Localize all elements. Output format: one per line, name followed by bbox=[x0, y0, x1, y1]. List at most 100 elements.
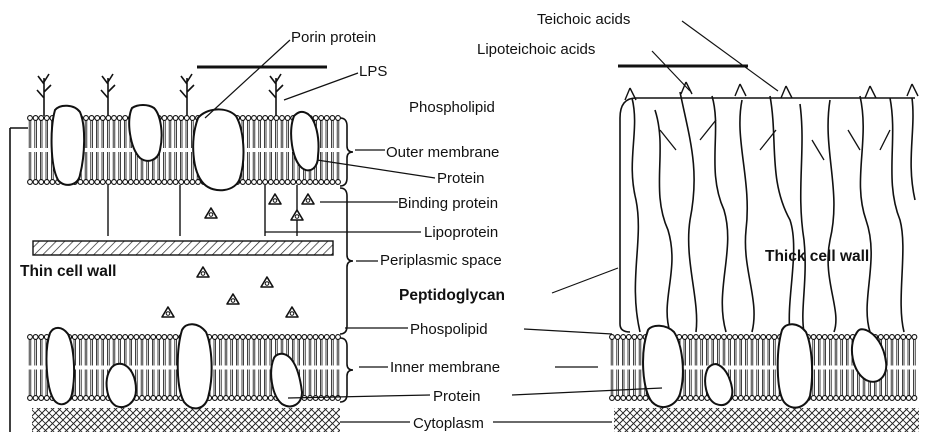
lipid-head bbox=[621, 396, 626, 401]
membrane-protein-icon bbox=[178, 324, 212, 408]
lipid-tail bbox=[639, 370, 641, 396]
lipid-head bbox=[330, 335, 335, 340]
binding-protein-core bbox=[273, 199, 277, 203]
lipid-head bbox=[28, 180, 33, 185]
lipid-head bbox=[39, 180, 44, 185]
lipid-head bbox=[867, 396, 872, 401]
lipid-head bbox=[912, 335, 917, 340]
lipid-tail bbox=[220, 339, 222, 365]
lipid-head bbox=[817, 335, 822, 340]
lipid-head bbox=[285, 335, 290, 340]
lipid-head bbox=[330, 396, 335, 401]
lipid-tail bbox=[891, 370, 893, 396]
teichoic-acid-icon bbox=[865, 86, 876, 98]
lipid-tail bbox=[332, 339, 334, 365]
lipid-tail bbox=[141, 370, 143, 396]
lps-branch bbox=[180, 74, 194, 116]
label-peptidoglycan: Peptidoglycan bbox=[399, 288, 505, 304]
lipid-tail bbox=[835, 370, 837, 396]
lipid-head bbox=[615, 335, 620, 340]
lipid-head bbox=[173, 116, 178, 121]
lipid-tail bbox=[695, 370, 697, 396]
lipid-tail bbox=[270, 152, 272, 180]
lipid-head bbox=[626, 335, 631, 340]
lipid-head bbox=[688, 335, 693, 340]
membrane-protein-icon bbox=[705, 364, 732, 405]
lipid-head bbox=[901, 335, 906, 340]
lipid-head bbox=[39, 335, 44, 340]
lipid-head bbox=[28, 396, 33, 401]
lipid-head bbox=[744, 396, 749, 401]
lipid-head bbox=[727, 335, 732, 340]
lipid-tail bbox=[757, 370, 759, 396]
lipid-tail bbox=[264, 370, 266, 396]
lipid-tail bbox=[113, 339, 115, 365]
lipid-tail bbox=[309, 339, 311, 365]
lipid-tail bbox=[85, 152, 87, 180]
lipid-tail bbox=[281, 152, 283, 180]
teichoic-acid-icon bbox=[800, 104, 805, 332]
lipid-head bbox=[296, 335, 301, 340]
lipid-tail bbox=[186, 120, 188, 148]
lipid-head bbox=[296, 180, 301, 185]
lipid-head bbox=[100, 180, 105, 185]
lipid-tail bbox=[298, 339, 300, 365]
lipid-head bbox=[772, 335, 777, 340]
lipid-head bbox=[112, 180, 117, 185]
lipid-head bbox=[235, 396, 240, 401]
lipid-tail bbox=[824, 339, 826, 365]
lipid-head bbox=[878, 335, 883, 340]
lipid-head bbox=[140, 180, 145, 185]
lipid-tail bbox=[113, 152, 115, 180]
lipid-tail bbox=[740, 370, 742, 396]
lipid-head bbox=[72, 396, 77, 401]
lipid-tail bbox=[684, 339, 686, 365]
lipid-head bbox=[694, 396, 699, 401]
lipid-head bbox=[750, 396, 755, 401]
lipid-head bbox=[89, 396, 94, 401]
label-thick-cell-wall: Thick cell wall bbox=[765, 249, 869, 265]
lipid-head bbox=[252, 116, 257, 121]
lipid-head bbox=[168, 335, 173, 340]
lipid-tail bbox=[309, 370, 311, 396]
lipid-tail bbox=[729, 339, 731, 365]
lipid-tail bbox=[180, 120, 182, 148]
lipid-tail bbox=[712, 339, 714, 365]
lipid-tail bbox=[85, 120, 87, 148]
lipid-head bbox=[179, 180, 184, 185]
lipid-tail bbox=[242, 339, 244, 365]
lipid-head bbox=[733, 396, 738, 401]
lipid-head bbox=[336, 335, 341, 340]
lipid-tail bbox=[757, 339, 759, 365]
lipid-head bbox=[168, 116, 173, 121]
lps-icon bbox=[37, 74, 51, 116]
membrane-protein-icon bbox=[778, 324, 812, 407]
lipid-head bbox=[308, 335, 313, 340]
lipid-tail bbox=[617, 339, 619, 365]
label-teichoic-acids: Teichoic acids bbox=[537, 12, 630, 27]
lipid-tail bbox=[164, 370, 166, 396]
lipid-head bbox=[834, 396, 839, 401]
lipid-head bbox=[84, 335, 89, 340]
lipid-head bbox=[895, 396, 900, 401]
lipid-tail bbox=[186, 152, 188, 180]
lipid-head bbox=[84, 180, 89, 185]
lipid-head bbox=[716, 335, 721, 340]
lipid-head bbox=[168, 396, 173, 401]
lipid-head bbox=[761, 396, 766, 401]
lipid-tail bbox=[35, 339, 37, 365]
lipid-head bbox=[39, 116, 44, 121]
lipid-head bbox=[845, 396, 850, 401]
lipid-head bbox=[168, 180, 173, 185]
lipid-tail bbox=[908, 370, 910, 396]
lipid-tail bbox=[253, 152, 255, 180]
lipid-tail bbox=[852, 370, 854, 396]
lipid-head bbox=[240, 180, 245, 185]
lipid-head bbox=[84, 396, 89, 401]
lipid-tail bbox=[35, 120, 37, 148]
lipid-tail bbox=[242, 370, 244, 396]
lipid-head bbox=[184, 116, 189, 121]
lipid-head bbox=[884, 335, 889, 340]
lipid-head bbox=[280, 180, 285, 185]
lipid-tail bbox=[622, 370, 624, 396]
